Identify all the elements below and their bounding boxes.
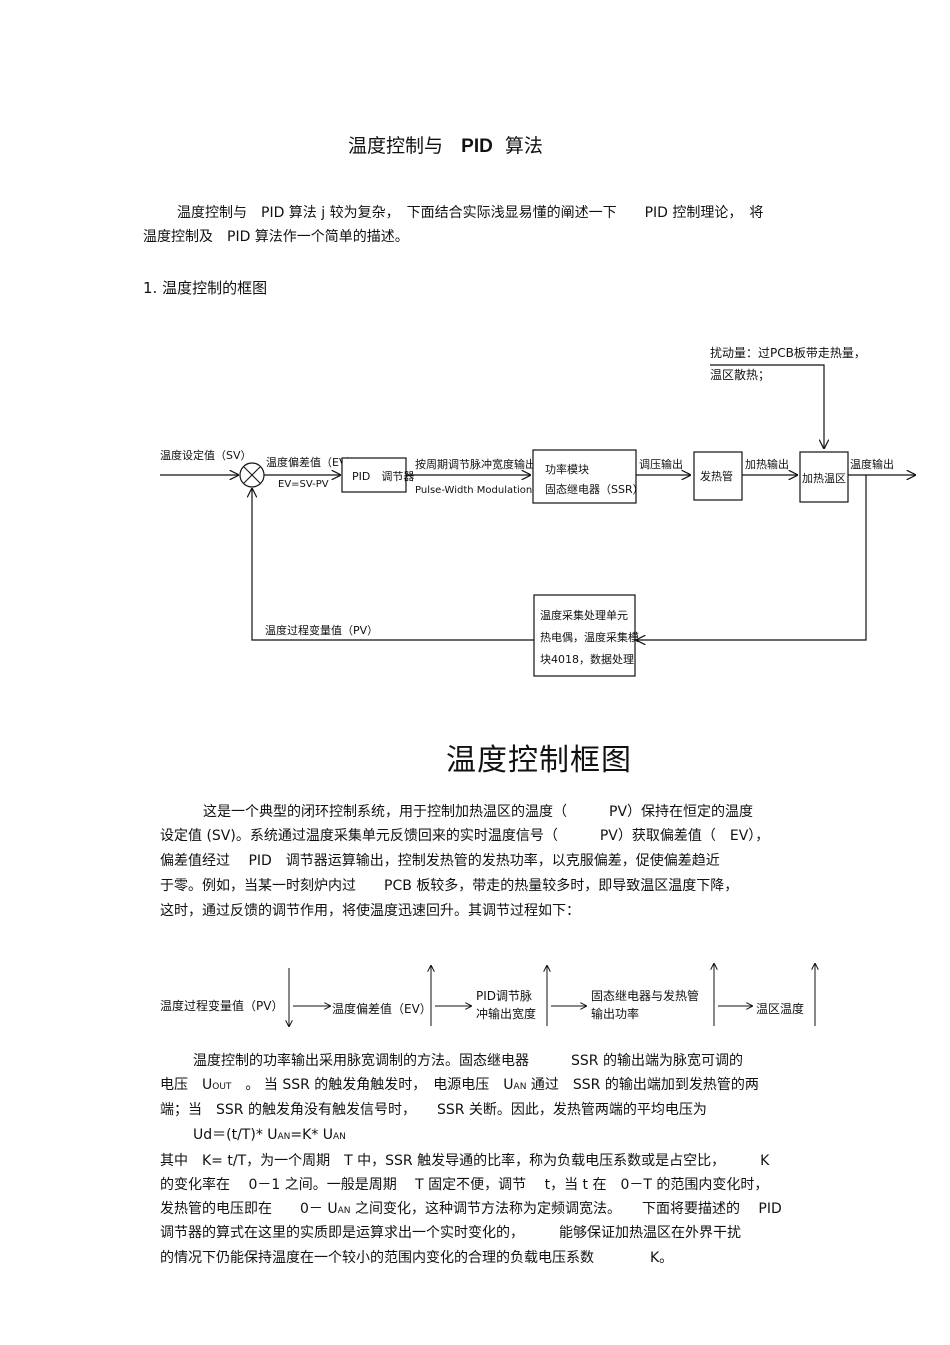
heater-label: 发热管 (700, 469, 733, 483)
para2-line-3: 偏差值经过 PID 调节器运算输出，控制发热管的发热功率，以克服偏差，促使偏差趋… (160, 853, 720, 869)
para3-line-9: 的情况下仍能保持温度在一个较小的范围内变化的合理的负载电压系数 K。 (160, 1250, 674, 1266)
para2-line-5: 这时，通过反馈的调节作用，将使温度迅速回升。其调节过程如下： (160, 903, 580, 919)
sampling-line-2: 热电偶，温度采集模 (540, 630, 639, 644)
zone-label: 加热温区 (802, 472, 846, 485)
pwm-label: 按周期调节脉冲宽度输出（ (415, 457, 547, 471)
para2-line-2: 设定值 (SV)。系统通过温度采集单元反馈回来的实时温度信号（ PV）获取偏差值… (160, 828, 770, 844)
power-box-line-2: 固态继电器（SSR） (545, 483, 644, 496)
power-box-line-1: 功率模块 (545, 462, 589, 476)
flow-ssr-2: 输出功率 (591, 1006, 639, 1021)
para3-l2-sub: OUT (212, 1082, 232, 1092)
flow-zone: 温区温度 (756, 1001, 804, 1016)
flow-ev: 温度偏差值（EV） (332, 1001, 432, 1016)
heater-box (693, 451, 743, 501)
formula-a: Ud＝(t/T)* U (193, 1127, 278, 1143)
page-title: 温度控制与 PID 算法 (348, 131, 543, 158)
disturbance-arrow (710, 364, 824, 448)
para3-line-8: 调节器的算式在这里的实质即是运算求出一个实时变化的， 能够保证加热温区在外界干扰 (160, 1225, 741, 1241)
pid-box-label: PID 调节器 (352, 470, 414, 483)
formula-sub2: AN (333, 1132, 346, 1142)
flow-ssr-1: 固态继电器与发热管 (591, 988, 699, 1003)
para3-l2-a: 电压 U (160, 1077, 213, 1093)
title-right: 算法 (504, 135, 543, 157)
voltage-out-label: 调压输出 (639, 457, 683, 471)
para3-l2-b: 。 当 SSR 的触发角触发时， 电源电压 U (231, 1077, 514, 1093)
title-left: 温度控制与 (348, 135, 444, 157)
formula-b: =K* U (290, 1127, 334, 1143)
formula-sub: AN (277, 1132, 291, 1142)
intro-line-2: 温度控制及 PID 算法作一个简单的描述。 (143, 229, 409, 245)
para2-line-4: 于零。例如，当某一时刻炉内过 PCB 板较多，带走的热量较多时，即导致温区温度下… (160, 878, 739, 894)
heat-out-label: 加热输出 (745, 457, 789, 471)
flow-pv: 温度过程变量值（PV） (160, 998, 283, 1013)
sampling-line-3: 块4018，数据处理 (540, 652, 634, 666)
sampling-unit-box (533, 594, 636, 677)
regulation-flow: 温度过程变量值（PV） 温度偏差值（EV） PID调节脉 冲输出宽度 固态继电器… (160, 958, 828, 1033)
para3-l2-sub2: AN (513, 1082, 527, 1092)
pv-label: 温度过程变量值（PV） (265, 623, 378, 637)
flow-pid-1: PID调节脉 (476, 988, 532, 1003)
block-diagram: 扰动量：过PCB板带走热量， 温区散热； 温度设定值（SV） 温度偏差值（EV）… (160, 346, 925, 677)
para3-line-7: 发热管的电压即在 0－ UAN 之间变化，这种调节方法称为定频调宽法。 下面将要… (160, 1198, 782, 1223)
para3-l7-a: 发热管的电压即在 0－ U (160, 1201, 338, 1217)
para3-l7-b: 之间变化，这种调节方法称为定频调宽法。 下面将要描述的 PID (350, 1201, 782, 1217)
para3-line-1: 温度控制的功率输出采用脉宽调制的方法。固态继电器 SSR 的输出端为脉宽可调的 (193, 1053, 743, 1069)
diagram-caption: 温度控制框图 (446, 743, 632, 778)
ev-formula: EV=SV-PV (278, 479, 329, 490)
power-module-box (532, 449, 637, 504)
pid-box (341, 457, 407, 493)
intro-line-1: 温度控制与 PID 算法 j 较为复杂， 下面结合实际浅显易懂的阐述一下 PID… (177, 205, 764, 221)
temp-out-label: 温度输出 (850, 457, 894, 471)
heating-zone-box (799, 451, 849, 503)
para2-line-1: 这是一个典型的闭环控制系统，用于控制加热温区的温度（ PV）保持在恒定的温度 (203, 804, 754, 820)
sv-label: 温度设定值（SV） (160, 448, 252, 462)
sampling-line-1: 温度采集处理单元 (540, 608, 628, 622)
para3-line-5: 其中 K= t/T，为一个周期 T 中，SSR 触发导通的比率，称为负载电压系数… (160, 1153, 770, 1169)
ev-label: 温度偏差值（EV） (266, 455, 357, 469)
formula: Ud＝(t/T)* UAN=K* UAN (193, 1124, 346, 1149)
pwm-label-2: Pulse-Width Modulation ） (415, 484, 545, 496)
para3-line-3: 端；当 SSR 的触发角没有触发信号时， SSR 关断。因此，发热管两端的平均电… (160, 1102, 707, 1118)
feedback-arrow (252, 489, 534, 641)
title-bold: PID (461, 136, 493, 157)
para3-line-2: 电压 UOUT 。 当 SSR 的触发角触发时， 电源电压 UAN 通过 SSR… (160, 1074, 759, 1099)
para3-line-6: 的变化率在 0－1 之间。一般是周期 T 固定不便，调节 t，当 t 在 0－T… (160, 1177, 769, 1193)
section-heading: 1. 温度控制的框图 (143, 279, 268, 297)
flow-pid-2: 冲输出宽度 (476, 1006, 536, 1021)
para3-l2-c: 通过 SSR 的输出端加到发热管的两 (526, 1077, 759, 1093)
disturbance-line-2: 温区散热； (710, 367, 770, 382)
disturbance-line-1: 扰动量：过PCB板带走热量， (710, 346, 866, 360)
para3-l7-sub: AN (337, 1206, 351, 1216)
